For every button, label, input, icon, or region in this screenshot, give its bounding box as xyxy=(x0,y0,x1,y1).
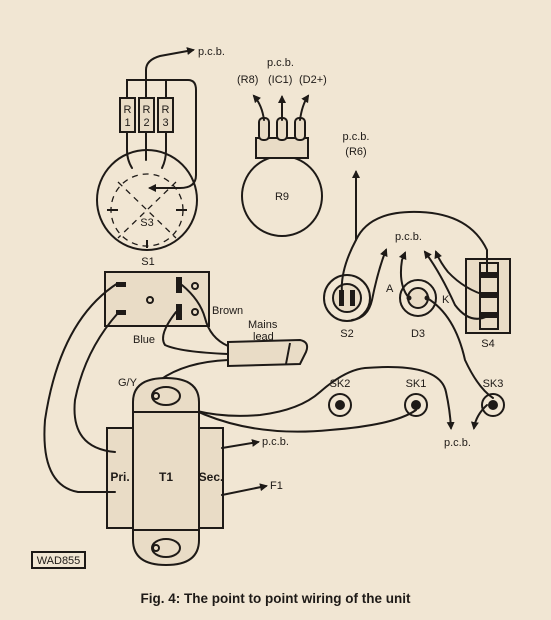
pcb-label-r6: p.c.b. xyxy=(343,131,370,143)
pcb-label-sockets: p.c.b. xyxy=(444,437,471,449)
socket-sk3: SK3 xyxy=(481,378,505,417)
potentiometer-r9: R9 xyxy=(241,117,323,237)
drawing-code-label: WAD855 xyxy=(37,555,81,567)
rotary-switch-s3: S3 xyxy=(96,149,198,251)
mains-lead-wiring xyxy=(159,284,229,381)
r2-label-letter: R xyxy=(143,104,151,116)
mains-lead-label-line2: lead xyxy=(253,331,274,343)
figure-caption: Fig. 4: The point to point wiring of the… xyxy=(140,591,411,606)
mains-switch-s1: S1 xyxy=(104,256,210,327)
sk2-label: SK2 xyxy=(330,378,351,390)
transformer-t1: T1 Pri. Sec. xyxy=(106,376,224,567)
r1-label-number: 1 xyxy=(124,117,130,129)
r6-label: (R6) xyxy=(345,146,366,158)
mains-lead xyxy=(227,338,309,368)
s3-resistor-wiring xyxy=(126,47,197,192)
blue-wire-label: Blue xyxy=(133,334,155,346)
t1-label: T1 xyxy=(159,470,173,484)
socket-wiring xyxy=(159,366,488,433)
resistor-r1: R 1 xyxy=(119,97,136,133)
r8-label: (R8) xyxy=(237,74,258,86)
led-d3: D3 xyxy=(399,279,437,340)
ic1-label: (IC1) xyxy=(268,74,292,86)
secondary-label: Sec. xyxy=(199,470,224,484)
resistor-r3: R 3 xyxy=(157,97,174,133)
r1-label-letter: R xyxy=(124,104,132,116)
r3-label-number: 3 xyxy=(162,117,168,129)
s2-label: S2 xyxy=(340,328,353,340)
transformer-wiring xyxy=(43,282,268,496)
brown-wire-label: Brown xyxy=(212,305,243,317)
pcb-label-r9: p.c.b. xyxy=(267,57,294,69)
anode-label: A xyxy=(386,283,394,295)
d3-label: D3 xyxy=(411,328,425,340)
r2-label-number: 2 xyxy=(143,117,149,129)
fuse-f1-label: F1 xyxy=(270,480,283,492)
sk3-label: SK3 xyxy=(483,378,504,390)
pcb-label-leds: p.c.b. xyxy=(395,231,422,243)
r9-wiring xyxy=(252,94,310,121)
s1-label: S1 xyxy=(141,256,154,268)
pcb-label-s3: p.c.b. xyxy=(198,46,225,58)
d2-label: (D2+) xyxy=(299,74,327,86)
s3-label: S3 xyxy=(140,217,153,229)
sk1-label: SK1 xyxy=(406,378,427,390)
socket-sk1: SK1 xyxy=(404,378,428,417)
mains-lead-label-line1: Mains xyxy=(248,319,278,331)
drawing-code: WAD855 xyxy=(31,551,86,569)
resistor-r2: R 2 xyxy=(138,97,155,133)
primary-label: Pri. xyxy=(110,470,129,484)
cathode-label: K xyxy=(442,294,450,306)
earth-wire-label: G/Y xyxy=(118,377,138,389)
r9-label: R9 xyxy=(275,191,289,203)
switch-s2: S2 xyxy=(323,274,371,340)
pcb-label-secondary: p.c.b. xyxy=(262,436,289,448)
s4-label: S4 xyxy=(481,338,494,350)
switch-led-wiring xyxy=(340,170,494,399)
socket-sk2: SK2 xyxy=(328,378,352,417)
r3-label-letter: R xyxy=(162,104,170,116)
